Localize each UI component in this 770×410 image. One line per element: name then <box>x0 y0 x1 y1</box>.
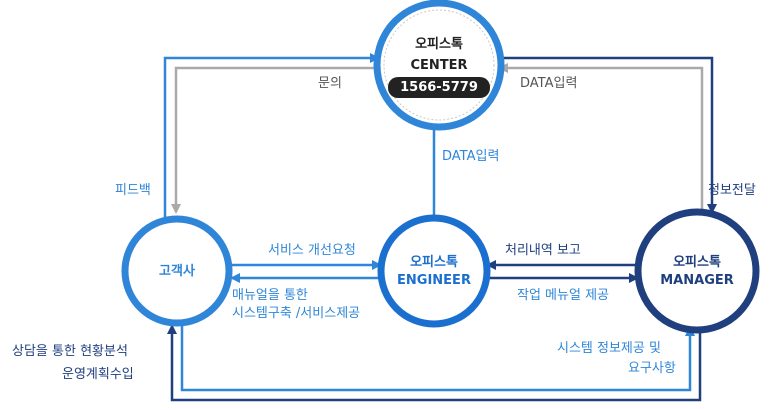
center-subtitle: CENTER <box>410 58 468 73</box>
center-phone: 1566-5779 <box>400 80 478 95</box>
inquiry-label: 문의 <box>318 76 342 91</box>
info-delivery-line <box>500 56 717 214</box>
customer-title: 고객사 <box>159 264 195 279</box>
work-manual-label: 작업 메뉴얼 제공 <box>517 288 609 303</box>
manager-node <box>634 208 760 334</box>
engineer-node <box>377 214 491 328</box>
feedback-line <box>163 53 380 230</box>
customer-node <box>121 215 233 327</box>
feedback-label: 피드백 <box>115 183 151 198</box>
consult-line <box>167 318 702 402</box>
consult-label-2: 운영계획수입 <box>62 367 134 382</box>
engineer-title: 오피스톡 <box>410 255 458 270</box>
consult-label-1: 상담을 통한 현황분석 <box>12 344 128 359</box>
data-input-mid-label: DATA입력 <box>442 149 500 164</box>
phone-pill <box>388 77 490 98</box>
inquiry-line <box>171 66 378 214</box>
service-improve-label: 서비스 개선요청 <box>268 243 356 258</box>
system-info-label-2: 요구사항 <box>628 361 676 376</box>
engineer-subtitle: ENGINEER <box>397 273 471 288</box>
manager-title: 오피스톡 <box>673 255 721 270</box>
manual-system-label-2: 시스템구축 /서비스제공 <box>232 306 361 321</box>
process-report-label: 처리내역 보고 <box>505 243 581 258</box>
data-input-right-line <box>498 63 704 222</box>
info-delivery-label: 정보전달 <box>708 183 756 198</box>
data-input-right-label: DATA입력 <box>520 76 578 91</box>
center-title: 오피스톡 <box>415 37 463 52</box>
manager-subtitle: MANAGER <box>660 273 734 288</box>
system-info-label-1: 시스템 정보제공 및 <box>557 341 661 356</box>
system-info-line <box>180 318 695 392</box>
manual-system-label-1: 매뉴얼을 통한 <box>232 288 308 303</box>
